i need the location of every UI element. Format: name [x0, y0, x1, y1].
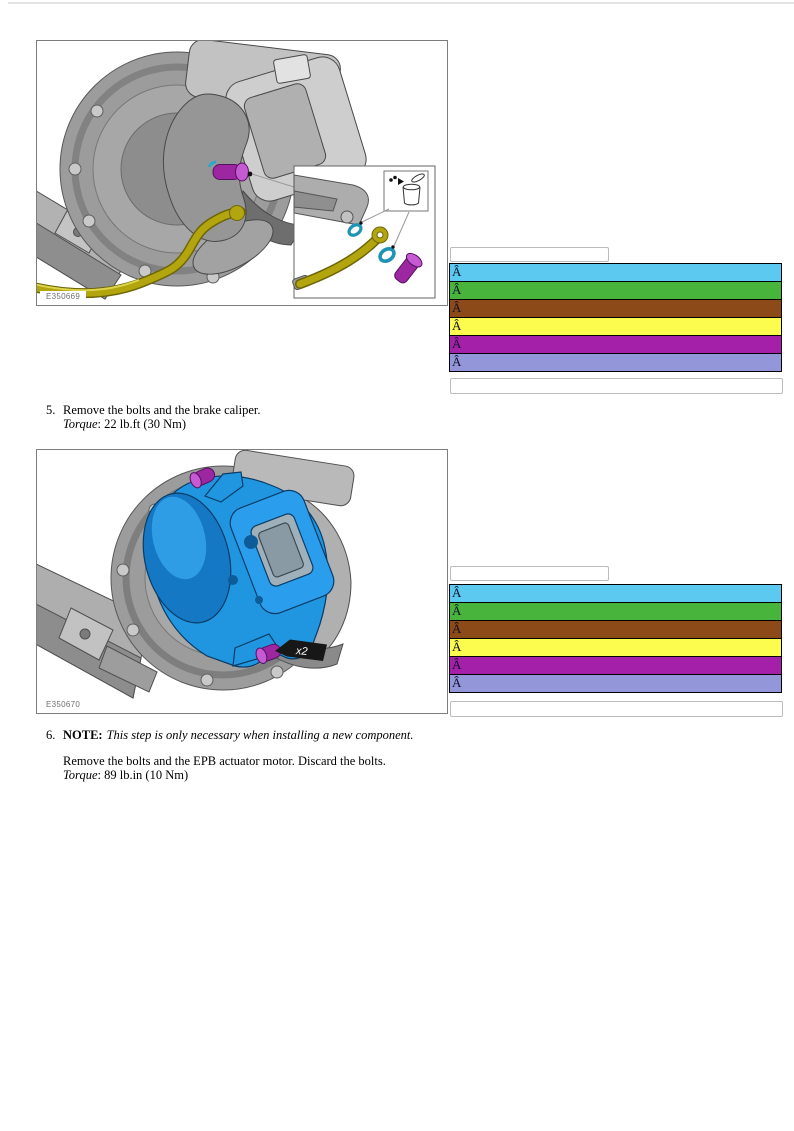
legend-bars: Â Â Â Â Â Â — [449, 263, 782, 372]
figure-brake-hose: E350669 — [36, 40, 448, 306]
step-instruction: Remove the bolts and the EPB actuator mo… — [63, 754, 386, 768]
legend-row: Â — [449, 353, 782, 372]
page-top-divider — [8, 2, 794, 4]
legend-row: Â — [449, 335, 782, 354]
empty-box — [450, 378, 783, 394]
legend-row: Â — [449, 281, 782, 300]
legend-row: Â — [449, 602, 782, 621]
step-5: 5. Remove the bolts and the brake calipe… — [46, 403, 466, 431]
note-text: This step is only necessary when install… — [106, 728, 414, 742]
axle-assembly-icon — [37, 563, 158, 699]
step-torque: Torque: 22 lb.ft (30 Nm) — [63, 417, 187, 431]
step-torque: Torque: 89 lb.in (10 Nm) — [63, 768, 189, 782]
caliper-bolt-bottom-icon — [255, 643, 282, 664]
step-instruction: Remove the bolts and the brake caliper. — [63, 403, 261, 417]
banjo-bolt-new-icon — [394, 252, 423, 284]
legend-bars: Â Â Â Â Â Â — [449, 584, 782, 693]
empty-box — [450, 701, 783, 717]
legend-row: Â — [449, 656, 782, 675]
brake-hose-icon — [37, 205, 246, 299]
legend-row: Â — [449, 263, 782, 282]
brake-hose-illustration — [37, 41, 436, 300]
hose-detail-inset — [292, 165, 436, 299]
legend-row: Â — [449, 638, 782, 657]
caliper-bolt-top-icon — [189, 467, 216, 489]
step-note: NOTE:This step is only necessary when in… — [63, 728, 414, 742]
x2-count-label: x2 — [295, 645, 308, 658]
legend-row: Â — [449, 299, 782, 318]
legend-row: Â — [449, 584, 782, 603]
o-ring-icon — [347, 223, 363, 237]
callout-dot — [247, 171, 253, 177]
step-6: 6. NOTE:This step is only necessary when… — [46, 728, 506, 782]
banjo-bolt-icon — [207, 160, 249, 182]
step-number: 6. — [46, 728, 56, 742]
note-label: NOTE: — [63, 728, 103, 742]
legend-row: Â — [449, 620, 782, 639]
figure-brake-caliper: x2 E350670 — [36, 449, 448, 714]
x2-arrow-badge: x2 — [275, 639, 327, 661]
legend-row: Â — [449, 317, 782, 336]
legend-row: Â — [449, 674, 782, 693]
hose-end-icon — [292, 226, 389, 291]
step-number: 5. — [46, 403, 56, 417]
caliper-assembly-icon — [163, 41, 367, 275]
caliper-cover-icon — [163, 93, 250, 242]
figure-id-label: E350670 — [40, 699, 87, 710]
brake-caliper-illustration: x2 — [37, 450, 355, 699]
empty-box — [450, 247, 609, 262]
o-ring-icon — [378, 246, 396, 264]
discard-icon — [383, 170, 429, 212]
figure-id-label: E350669 — [40, 291, 87, 302]
empty-box — [450, 566, 609, 581]
